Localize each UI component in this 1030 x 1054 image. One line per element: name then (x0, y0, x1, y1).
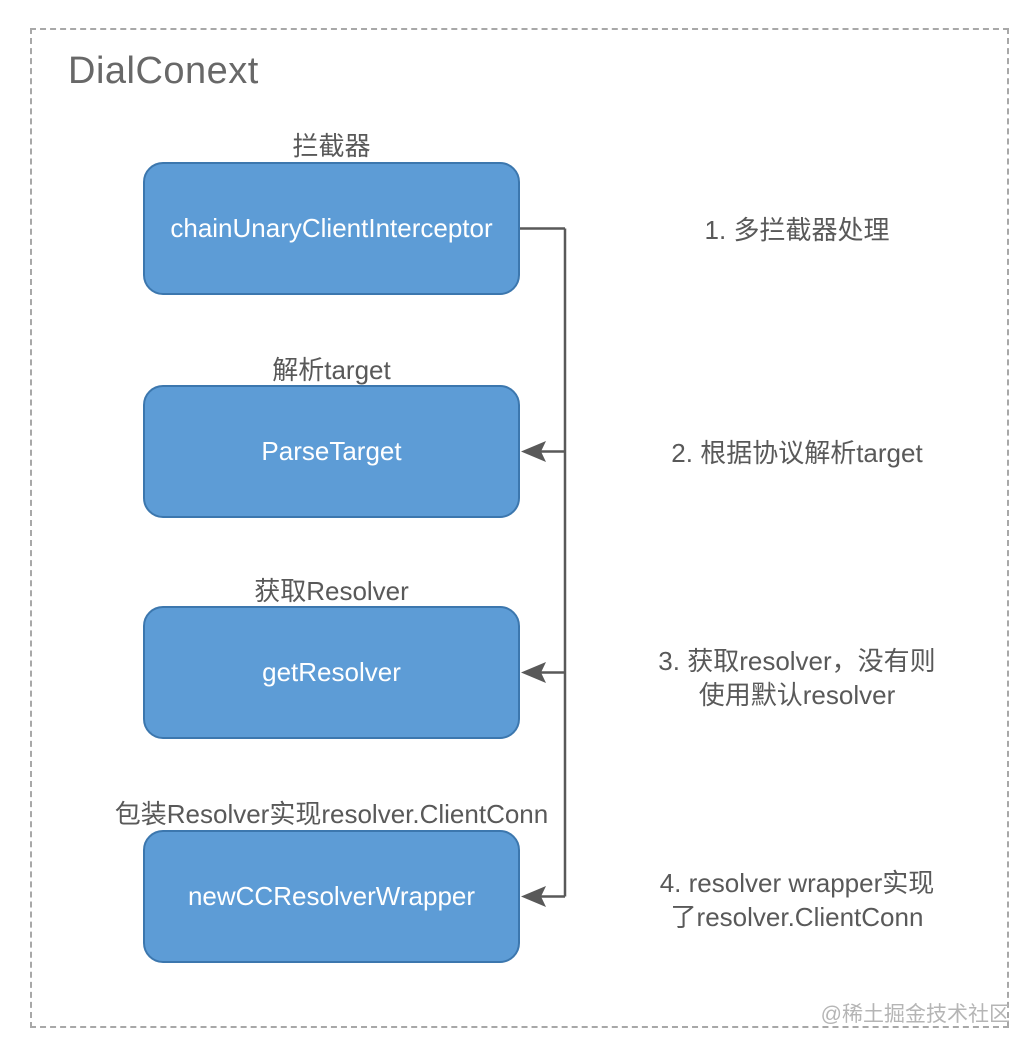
annotation-step-3: 3. 获取resolver，没有则 使用默认resolver (658, 646, 936, 710)
node-box-newCCResolverWrapper: newCCResolverWrapper (143, 830, 520, 963)
node-box-chainUnaryClientInterceptor: chainUnaryClientInterceptor (143, 162, 520, 295)
node-label-get-resolver: 获取Resolver (254, 576, 409, 606)
diagram-title: DialConext (68, 50, 259, 92)
annotation-step-1: 1. 多拦截器处理 (704, 215, 890, 245)
annotation-step-2: 2. 根据协议解析target (671, 438, 923, 468)
node-label-interceptor: 拦截器 (292, 131, 371, 161)
node-box-ParseTarget: ParseTarget (143, 385, 520, 518)
node-label-wrap-resolver: 包装Resolver实现resolver.ClientConn (114, 799, 549, 829)
annotation-step-4: 4. resolver wrapper实现 了resolver.ClientCo… (659, 868, 935, 932)
watermark: @稀土掘金技术社区 (820, 1003, 1010, 1026)
dashed-frame (30, 28, 1009, 1028)
node-box-getResolver: getResolver (143, 606, 520, 739)
node-label-parse-target: 解析target (272, 355, 391, 385)
